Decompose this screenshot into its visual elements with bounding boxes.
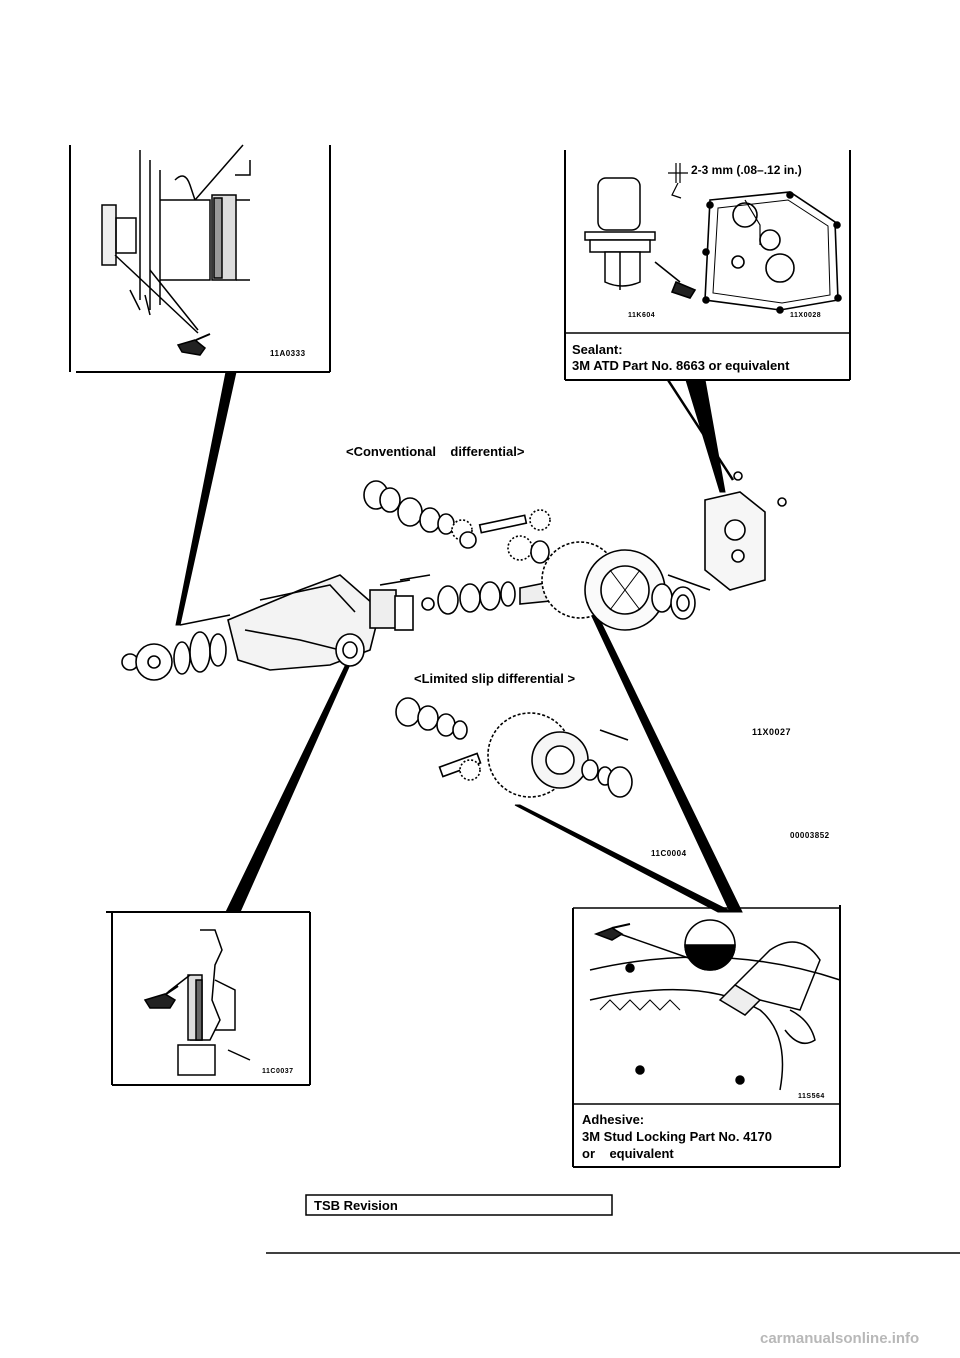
adhesive-title: Adhesive: (582, 1112, 645, 1127)
lsd-code: 11C0004 (651, 849, 687, 858)
sealant-spec: 3M ATD Part No. 8663 or equivalent (572, 358, 790, 373)
dimension-label: 2-3 mm (.08–.12 in.) (691, 163, 802, 177)
bottom-left-code: 11C0037 (262, 1068, 294, 1075)
bottom-left-panel-frame (106, 911, 311, 1086)
top-right-panel-frame (564, 150, 851, 381)
top-left-panel-frame (69, 145, 331, 373)
sealant-tube-illustration (584, 177, 656, 290)
bottom-right-panel-frame (572, 905, 841, 1168)
exploded-differential (121, 471, 787, 798)
top-right-code-right: 11X0028 (790, 312, 822, 319)
adhesive-spec-line1: 3M Stud Locking Part No. 4170 (582, 1129, 772, 1144)
bottom-right-illustration (589, 919, 841, 1091)
main-diagram-code: 11X0027 (752, 727, 792, 737)
connector-wedges (175, 371, 743, 913)
bottom-right-code: 11S564 (798, 1093, 825, 1100)
dimension-symbol (668, 163, 688, 199)
tsb-box-frame (305, 1194, 613, 1216)
conventional-differential-label: <Conventional differential> (346, 444, 525, 459)
cover-illustration (654, 191, 842, 314)
reference-code: 00003852 (790, 831, 830, 840)
tsb-revision-label: TSB Revision (314, 1198, 398, 1213)
sealant-title: Sealant: (572, 342, 623, 357)
adhesive-spec-line2: or equivalent (582, 1146, 674, 1161)
top-right-code-left: 11K604 (628, 312, 656, 319)
top-left-code: 11A0333 (270, 349, 306, 358)
watermark: carmanualsonline.info (760, 1330, 920, 1347)
bottom-left-illustration (143, 929, 251, 1076)
top-left-illustration (101, 144, 251, 356)
limited-slip-differential-label: <Limited slip differential > (414, 671, 576, 686)
